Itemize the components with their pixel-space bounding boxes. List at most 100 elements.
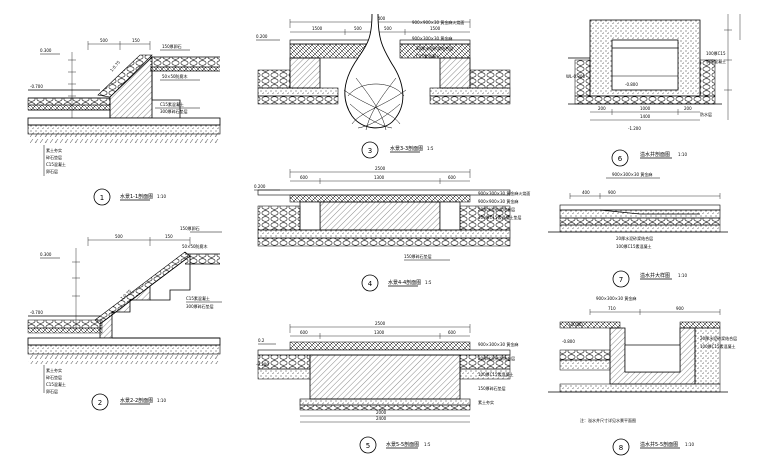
d2-dim-1: 500: [115, 234, 123, 239]
d3-note-4: C15素混凝土: [416, 53, 440, 59]
d1-note-3: C15素混凝土: [160, 101, 184, 107]
d4-note-4: 100厚C15素混凝土垫层: [478, 214, 522, 220]
d8-note-2: 20厚水泥砂浆结合层: [700, 335, 737, 341]
d2-legend-4: 卵石层: [46, 388, 58, 394]
d1-caption: 水景1-1剖面图: [120, 193, 153, 200]
d1-legend-4: 卵石层: [46, 168, 58, 174]
d2-caption: 水景2-2剖面图: [120, 397, 153, 404]
d3-caption: 水景3-3剖面图: [390, 145, 423, 152]
d7-dim-2: 400: [582, 190, 590, 195]
d5-dim-1: 600: [300, 330, 308, 335]
detail-3-number-circle: [361, 141, 379, 159]
detail-4-number-circle: [361, 274, 379, 292]
d5-scale: 1:5: [424, 442, 431, 447]
d4-note-3: 20厚水泥砂浆结合层: [478, 206, 515, 212]
d5-note-4: 150厚碎石垫层: [478, 385, 506, 391]
d6-note-2: 钢筋混凝土: [706, 58, 726, 64]
d3-dim-4: 1500: [430, 26, 441, 31]
d5-dim-5: 2400: [376, 416, 387, 421]
d6-note-1: 100厚C15: [706, 51, 726, 56]
detail-2-number-circle: [91, 393, 109, 411]
d7-note-3: 100厚C15素混凝土: [616, 243, 652, 249]
d4-number: 4: [368, 280, 373, 288]
detail-6-section: -0.800 WL-0.300 200 1000 200 1400 -1.200…: [566, 14, 741, 167]
d4-note-1: 900×300×30 黄金麻火烧面: [478, 190, 530, 196]
d2-scale: 1:10: [157, 398, 166, 403]
d3-elev: 0.200: [256, 34, 268, 39]
d1-legend-1: 素土夯实: [46, 147, 62, 153]
detail-5-section: 2500 600 1300 600 2000 2400 0.2 -0.200 9…: [256, 321, 518, 454]
d1-elev-top: 0.300: [40, 48, 52, 53]
d6-elev-pit: -0.800: [625, 82, 638, 87]
d5-number: 5: [366, 442, 370, 450]
d4-elev: 0.200: [254, 184, 266, 189]
d1-scale: 1:10: [157, 194, 166, 199]
d5-note-3: 100厚C15素混凝土: [478, 371, 514, 377]
detail-3-section: 2400 1500 500 500 1500 0.200 90: [256, 13, 511, 159]
d5-note-5: 素土夯实: [478, 399, 494, 405]
d3-scale: 1:5: [427, 146, 434, 151]
d6-note-3: 防水层: [700, 111, 712, 117]
d2-legend-2: 碎石垫层: [46, 374, 62, 380]
d6-elev-wl: WL-0.300: [566, 74, 585, 79]
d5-elev-bot: -0.200: [256, 362, 269, 367]
d2-number: 2: [98, 399, 102, 407]
d3-note-1: 900×900×30 黄金麻火烧面: [412, 19, 464, 25]
d6-caption: 溢水井剖面图: [640, 151, 670, 158]
d7-scale: 1:10: [678, 273, 687, 278]
d8-note-bottom: 注：溢水井尺寸详见水景平面图: [580, 417, 636, 423]
d3-note-3: 20厚水泥砂浆结合层: [416, 45, 453, 51]
d8-dim-2: 900: [676, 306, 684, 311]
d2-note-1: 150厚卵石: [180, 225, 200, 231]
d8-dim-1: 710: [608, 306, 616, 311]
d6-scale: 1:10: [678, 152, 687, 157]
d6-dim-4: 200: [684, 106, 692, 111]
d1-ratio: 1:0.75: [109, 59, 121, 72]
d3-dim-2: 500: [354, 26, 362, 31]
d5-dim-total: 2500: [375, 321, 386, 326]
d2-elev-wl: -0.700: [30, 310, 43, 315]
d4-note-2: 900×900×30 黄金麻: [478, 198, 518, 204]
d5-dim-3: 600: [448, 330, 456, 335]
d5-dim-4: 2000: [376, 410, 387, 415]
d8-elev-bot: -0.800: [562, 339, 575, 344]
d6-dim-3: 200: [598, 106, 606, 111]
d7-dim-1: 900: [608, 190, 616, 195]
droplet-sculpture: [344, 13, 404, 129]
detail-8-section: 710 900 ±0.000 -0.800 900×300×30 黄金麻 20厚…: [548, 295, 737, 456]
d1-note-1: 150厚卵石: [162, 43, 182, 49]
d8-elev-top: ±0.000: [568, 322, 583, 327]
d5-elev-top: 0.2: [258, 338, 265, 343]
d5-note-1: 900×300×30 黄金麻: [478, 341, 518, 347]
d1-note-4: 300厚碎石垫层: [160, 108, 188, 114]
detail-4-section: 2500 600 1300 600 0.200 900×300×30 黄金麻火烧…: [254, 166, 530, 292]
d2-note-4: 300厚碎石垫层: [186, 303, 214, 309]
detail-5-number-circle: [359, 436, 377, 454]
d1-number: 1: [100, 194, 104, 202]
d6-number: 6: [618, 155, 623, 163]
d1-dim-2: 150: [132, 38, 140, 43]
d8-scale: 1:10: [685, 442, 694, 447]
d4-dim-total: 2500: [375, 166, 386, 171]
d4-note-5: 150厚碎石垫层: [404, 253, 432, 259]
d5-note-2: 20厚水泥砂浆结合层: [478, 355, 515, 361]
d2-elev-top: 0.300: [40, 252, 52, 257]
d3-dim-3: 500: [384, 26, 392, 31]
d6-elev-bot: -1.200: [628, 126, 641, 131]
d6-dim-2: 1000: [640, 106, 651, 111]
d4-caption: 水景4-4剖面图: [388, 279, 421, 286]
detail-8-number-circle: [612, 438, 630, 456]
d7-number: 7: [619, 276, 623, 284]
d4-dim-1: 600: [300, 175, 308, 180]
d4-dim-3: 600: [448, 175, 456, 180]
d1-elev-wl: -0.700: [30, 84, 43, 89]
detail-7-section: 900 400 900×300×30 黄金麻 20厚水泥砂浆结合层 100厚C1…: [548, 171, 728, 288]
d2-note-3: C15素混凝土: [186, 295, 210, 301]
d3-dim-1: 1500: [312, 26, 323, 31]
detail-1-number-circle: [93, 188, 111, 206]
d1-legend-3: C15混凝土: [46, 161, 66, 167]
d3-number: 3: [368, 147, 372, 155]
d5-caption: 水景5-5剖面图: [386, 441, 419, 448]
d2-note-2: 50×50防腐木: [182, 243, 208, 249]
